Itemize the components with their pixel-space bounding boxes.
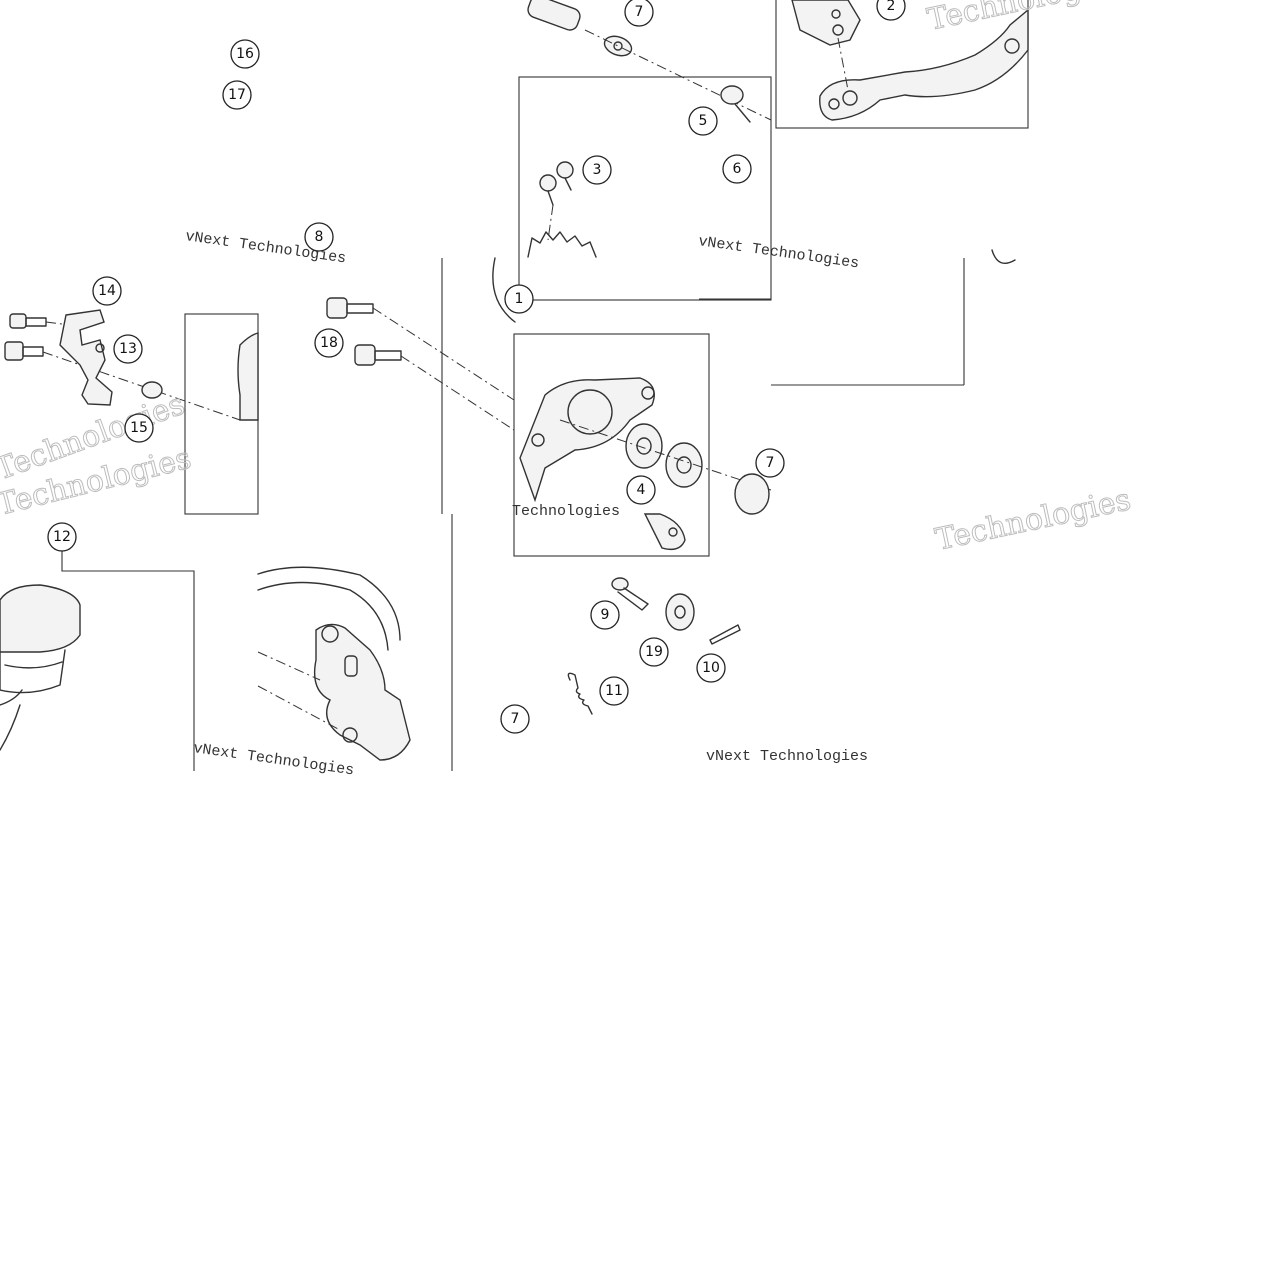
- callout-label: 18: [320, 335, 338, 351]
- callout-label: 8: [315, 229, 324, 245]
- callout-label: 6: [733, 161, 742, 177]
- callout-8: 8: [304, 222, 334, 252]
- callout-4: 4: [626, 475, 656, 505]
- callout-label: 10: [702, 660, 720, 676]
- reservoir-part: [0, 584, 81, 751]
- callout-5: 5: [688, 106, 718, 136]
- callout-14: 14: [92, 276, 122, 306]
- master-cylinder-part: [313, 623, 411, 761]
- callout-7: 7: [624, 0, 654, 27]
- callout-label: 3: [593, 162, 602, 178]
- tile-right: Technologies: [771, 249, 1134, 558]
- tile-top-middle: vNext Technologies: [518, 0, 860, 301]
- tile-center: [326, 258, 515, 514]
- brake-lever-part: [791, 0, 1029, 121]
- callout-3: 3: [582, 155, 612, 185]
- callout-17: 17: [222, 80, 252, 110]
- watermark-text: vNext Technologies: [192, 740, 355, 779]
- callout-7: 7: [500, 704, 530, 734]
- bolt-part: [326, 297, 402, 366]
- callout-13: 13: [113, 334, 143, 364]
- callout-label: 2: [887, 0, 896, 14]
- callout-label: 1: [515, 291, 524, 307]
- tile-bottom-right: vNext Technologies: [567, 577, 868, 765]
- bolt-part: [4, 313, 47, 361]
- callout-label: 5: [699, 113, 708, 129]
- callout-label: 11: [605, 683, 623, 699]
- callout-7: 7: [755, 448, 785, 478]
- callout-label: 14: [98, 283, 116, 299]
- callout-9: 9: [590, 600, 620, 630]
- watermark-text: Technologies: [512, 503, 620, 520]
- bearing-part: [625, 423, 703, 488]
- callout-15: 15: [124, 413, 154, 443]
- cotter-pin-part: [709, 624, 741, 645]
- callout-19: 19: [639, 637, 669, 667]
- callout-label: 13: [119, 341, 137, 357]
- clevis-pin-part: [611, 577, 649, 611]
- callout-label: 15: [130, 420, 148, 436]
- bracket-part: [59, 309, 113, 406]
- callout-label: 7: [511, 711, 520, 727]
- callout-11: 11: [599, 676, 629, 706]
- callout-6: 6: [722, 154, 752, 184]
- callout-label: 12: [53, 529, 71, 545]
- callout-12: 12: [47, 522, 77, 552]
- spring-part: [567, 672, 593, 715]
- callout-18: 18: [314, 328, 344, 358]
- tile-bottom-left: vNext Technologies: [0, 550, 355, 780]
- watermark-text: vNext Technologies: [706, 748, 868, 765]
- callout-label: 16: [236, 46, 254, 62]
- tile-center-right: Technologies: [492, 257, 772, 557]
- callout-label: 9: [601, 607, 610, 623]
- callout-2: 2: [876, 0, 906, 21]
- callout-label: 17: [228, 87, 246, 103]
- washer-part: [665, 593, 695, 631]
- pin-part: [527, 0, 633, 57]
- callout-10: 10: [696, 653, 726, 683]
- brake-arm-part: [519, 377, 655, 503]
- watermark-text: Technologies: [932, 482, 1133, 558]
- callout-1: 1: [504, 284, 534, 314]
- callout-label: 4: [637, 482, 646, 498]
- screw-part: [539, 161, 574, 241]
- callout-16: 16: [230, 39, 260, 69]
- tile-bottom-center: [257, 514, 453, 771]
- callout-label: 19: [645, 644, 663, 660]
- tile-top-right: Technologies: [775, 0, 1126, 129]
- callout-label: 7: [766, 455, 775, 471]
- nut-part: [720, 85, 751, 123]
- callout-label: 7: [635, 4, 644, 20]
- watermark-text: vNext Technologies: [697, 233, 860, 272]
